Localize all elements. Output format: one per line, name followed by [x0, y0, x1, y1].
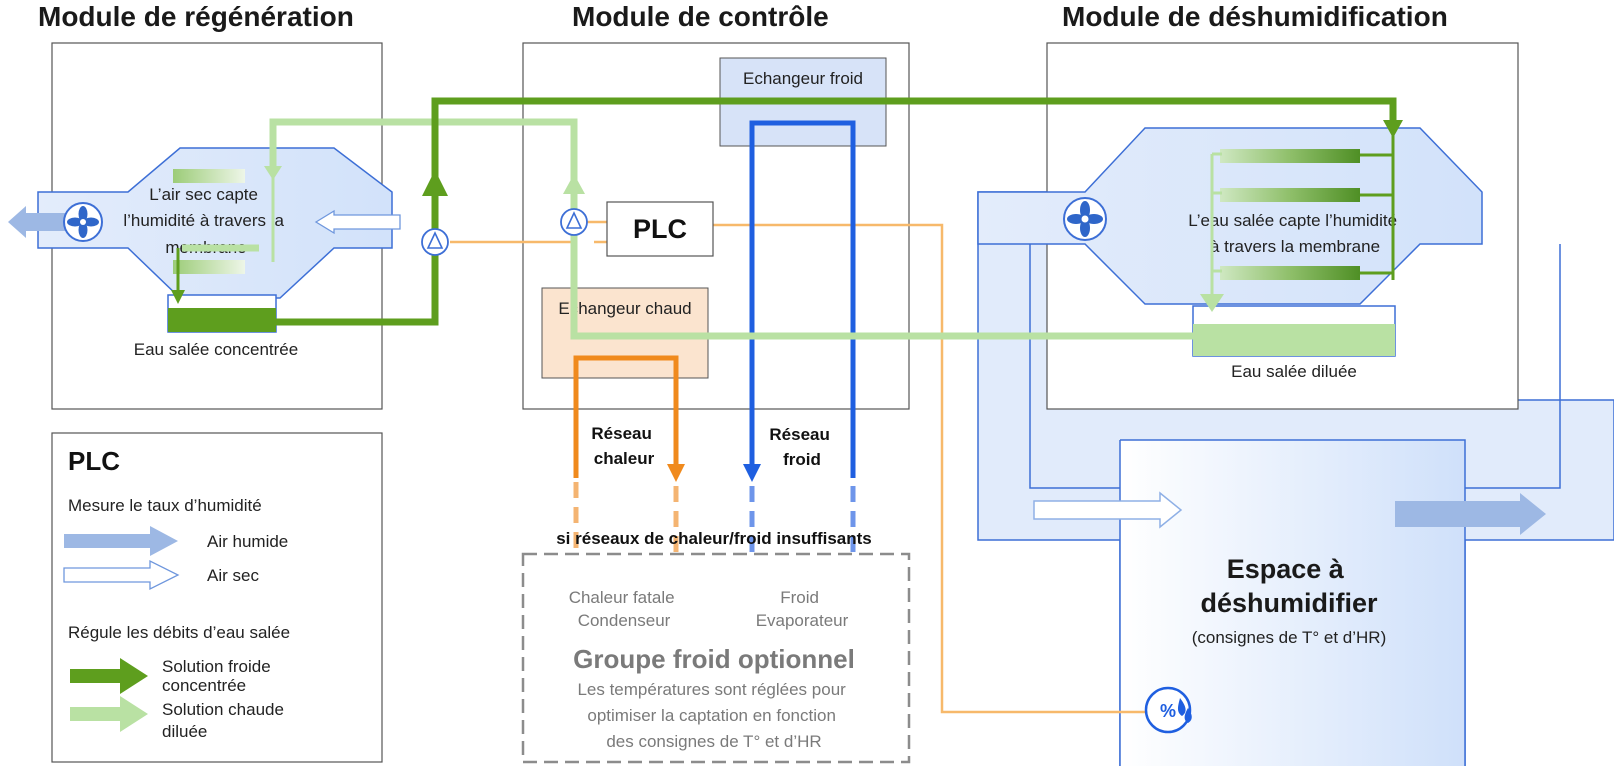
- cold-network-label: Réseau froid: [769, 425, 834, 469]
- cold-solution-arrow-dehum: [1383, 120, 1403, 138]
- heat-network-dashed: [573, 482, 679, 570]
- optional-chiller-group-box: [521, 552, 911, 764]
- regen-membrane-top: [173, 169, 245, 183]
- dehum-module-title: Module de déshumidification: [1062, 1, 1448, 32]
- cold-network-pipe: [749, 120, 856, 478]
- space-title: Espace à déshumidifier: [1200, 554, 1378, 618]
- cold-solution-arrow-regen: [171, 290, 185, 304]
- dehum-membrane-2: [1220, 188, 1360, 202]
- control-signal-lines: [450, 220, 1148, 714]
- cold-network-arrow: [743, 464, 761, 482]
- dehum-tank-liquid: [1193, 324, 1395, 356]
- legend-humid-air-label: Air humide: [207, 532, 288, 551]
- dehum-caption: L’eau salée capte l’humidité à travers l…: [1188, 211, 1402, 256]
- control-module-title: Module de contrôle: [572, 1, 829, 32]
- regen-module-title: Module de régénération: [38, 1, 354, 32]
- dehum-membrane-1: [1220, 149, 1360, 163]
- regen-dry-air-in-arrow: [314, 209, 401, 235]
- hot-solution-arrow-dehum: [1200, 294, 1224, 312]
- heat-network-label: Réseau chaleur: [591, 424, 656, 468]
- dehum-membrane-3: [1220, 266, 1360, 280]
- space-humid-air-arrow: [1395, 493, 1546, 535]
- legend-humid-air-arrow: [64, 526, 178, 556]
- pump-icon: [560, 208, 588, 236]
- plc-box: [606, 201, 714, 257]
- legend-title: PLC: [68, 446, 120, 476]
- humidity-sensor-icon: %: [1144, 686, 1192, 734]
- waste-heat-label: Chaleur fatale Condenseur: [569, 588, 680, 630]
- svg-text:%: %: [1160, 701, 1176, 721]
- heat-network-arrow: [667, 464, 685, 482]
- regen-humid-air-out-arrow: [8, 206, 72, 238]
- dehum-unit: [977, 127, 1483, 357]
- dehum-tank-label: Eau salée diluée: [1231, 362, 1357, 381]
- regen-membrane-bottom: [173, 260, 245, 274]
- hot-solution-arrow-control: [563, 174, 585, 194]
- regen-tank-liquid: [168, 308, 276, 332]
- plc-label: PLC: [633, 214, 687, 244]
- evaporator-label: Froid Evaporateur: [756, 588, 849, 630]
- legend-hot-solution-arrow: [70, 696, 148, 732]
- cold-solution-arrow-control: [422, 170, 448, 196]
- fan-icon: [63, 202, 103, 242]
- regen-tank-label: Eau salée concentrée: [134, 340, 298, 359]
- heat-network-pipe: [573, 355, 679, 478]
- legend-cold-solution-arrow: [70, 658, 148, 694]
- space-to-dehumidify: [977, 191, 1614, 767]
- legend-dry-air-arrow: [63, 559, 180, 591]
- optional-chiller-title: Groupe froid optionnel: [573, 644, 855, 674]
- legend-regulate-label: Régule les débits d’eau salée: [68, 623, 290, 642]
- space-dry-air-arrow: [1033, 491, 1183, 529]
- hot-solution-branches: [271, 152, 1222, 302]
- cold-exchanger-label: Echangeur froid: [743, 69, 863, 88]
- legend-dry-air-label: Air sec: [207, 566, 259, 585]
- hot-exchanger-label: Echangeur chaud: [558, 299, 691, 318]
- regen-unit: [37, 147, 393, 333]
- space-subtitle: (consignes de T° et d’HR): [1192, 628, 1387, 647]
- legend-hot-solution-label: Solution chaude diluée: [162, 700, 289, 741]
- optional-chiller-description: Les températures sont réglées pour optim…: [577, 680, 850, 751]
- hot-solution-arrow-regen: [264, 166, 282, 180]
- legend-cold-solution-label: Solution froide concentrée: [162, 657, 275, 695]
- pump-icon: [421, 228, 449, 256]
- fan-icon: [1063, 197, 1107, 241]
- legend-measure-label: Mesure le taux d’humidité: [68, 496, 262, 515]
- insufficient-network-note: si réseaux de chaleur/froid insuffisants: [556, 529, 872, 548]
